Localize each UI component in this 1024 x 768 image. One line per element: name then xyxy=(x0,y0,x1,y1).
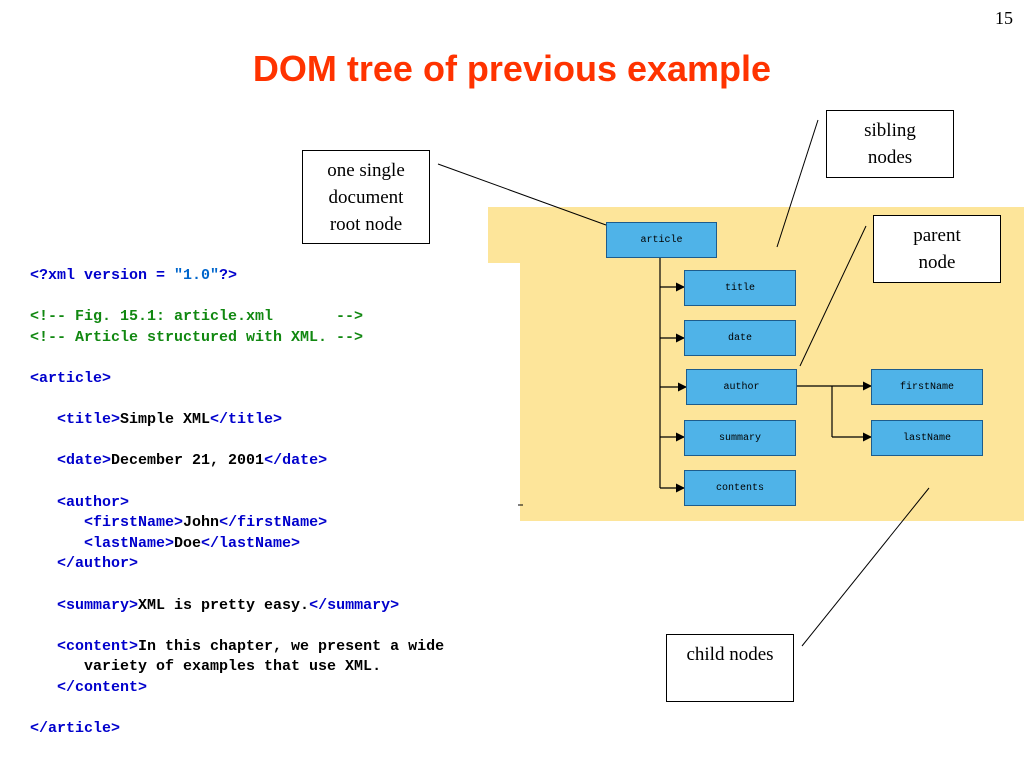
code-article-open: <article> xyxy=(30,369,112,387)
code-lastname-open: <lastName> xyxy=(84,534,175,552)
code-firstname-open: <firstName> xyxy=(84,514,184,532)
code-comment-1: <!-- Fig. 15.1: article.xml --> xyxy=(30,308,364,326)
xml-source-listing: <?xml version = "1.0"?> <!-- Fig. 15.1: … xyxy=(30,266,444,740)
code-date-close: </date> xyxy=(264,452,328,470)
code-summary-text: XML is pretty easy. xyxy=(138,596,310,614)
node-summary: summary xyxy=(684,420,796,456)
code-xml-decl-value: "1.0" xyxy=(174,267,220,284)
code-content-open: <content> xyxy=(57,637,139,655)
callout-sibling-nodes: sibling nodes xyxy=(826,110,954,178)
node-date: date xyxy=(684,320,796,356)
callout-child-line-1: child nodes xyxy=(686,644,774,665)
slide-title: DOM tree of previous example xyxy=(252,48,772,89)
callout-root-line-3: root node xyxy=(329,214,403,235)
callout-root-node: one single document root node xyxy=(302,150,430,244)
callout-sibling-line-1: sibling xyxy=(864,120,916,141)
code-xml-decl-open: <?xml version = xyxy=(30,267,175,284)
root-callout-pointer xyxy=(437,163,607,226)
sibling-callout-pointer xyxy=(776,119,819,248)
callout-parent-line-2: node xyxy=(918,252,956,273)
code-lastname-close: </lastName> xyxy=(201,534,301,552)
child-callout-pointer xyxy=(801,487,930,647)
node-title: title xyxy=(684,270,796,306)
code-article-close: </article> xyxy=(30,720,121,738)
callout-root-line-2: document xyxy=(328,187,404,208)
code-summary-close: </summary> xyxy=(309,596,400,614)
code-title-close: </title> xyxy=(210,411,283,429)
code-author-close: </author> xyxy=(57,555,139,573)
code-content-text-2: variety of examples that use XML. xyxy=(84,658,382,676)
code-firstname-close: </firstName> xyxy=(219,514,328,532)
slide-number: 15 xyxy=(995,8,1013,28)
code-date-text: December 21, 2001 xyxy=(111,452,265,470)
callout-parent-line-1: parent xyxy=(913,225,961,246)
callout-child-nodes: child nodes xyxy=(666,634,794,702)
code-xml-decl-close: ?> xyxy=(219,267,238,284)
node-author: author xyxy=(686,369,797,405)
code-author-open: <author> xyxy=(57,493,130,511)
code-title-text: Simple XML xyxy=(120,411,211,429)
code-lastname-text: Doe xyxy=(174,534,202,552)
code-date-open: <date> xyxy=(57,452,112,470)
callout-sibling-line-2: nodes xyxy=(867,147,913,168)
code-firstname-text: John xyxy=(183,514,220,532)
node-contents: contents xyxy=(684,470,796,506)
code-content-text-1: In this chapter, we present a wide xyxy=(138,637,445,655)
code-summary-open: <summary> xyxy=(57,596,139,614)
node-firstname: firstName xyxy=(871,369,983,405)
callout-root-line-1: one single xyxy=(327,160,405,181)
code-comment-2: <!-- Article structured with XML. --> xyxy=(30,328,364,346)
parent-callout-pointer xyxy=(799,225,867,367)
node-article: article xyxy=(606,222,717,258)
callout-parent-node: parent node xyxy=(873,215,1001,283)
code-title-open: <title> xyxy=(57,411,121,429)
code-content-close: </content> xyxy=(57,678,148,696)
node-lastname: lastName xyxy=(871,420,983,456)
